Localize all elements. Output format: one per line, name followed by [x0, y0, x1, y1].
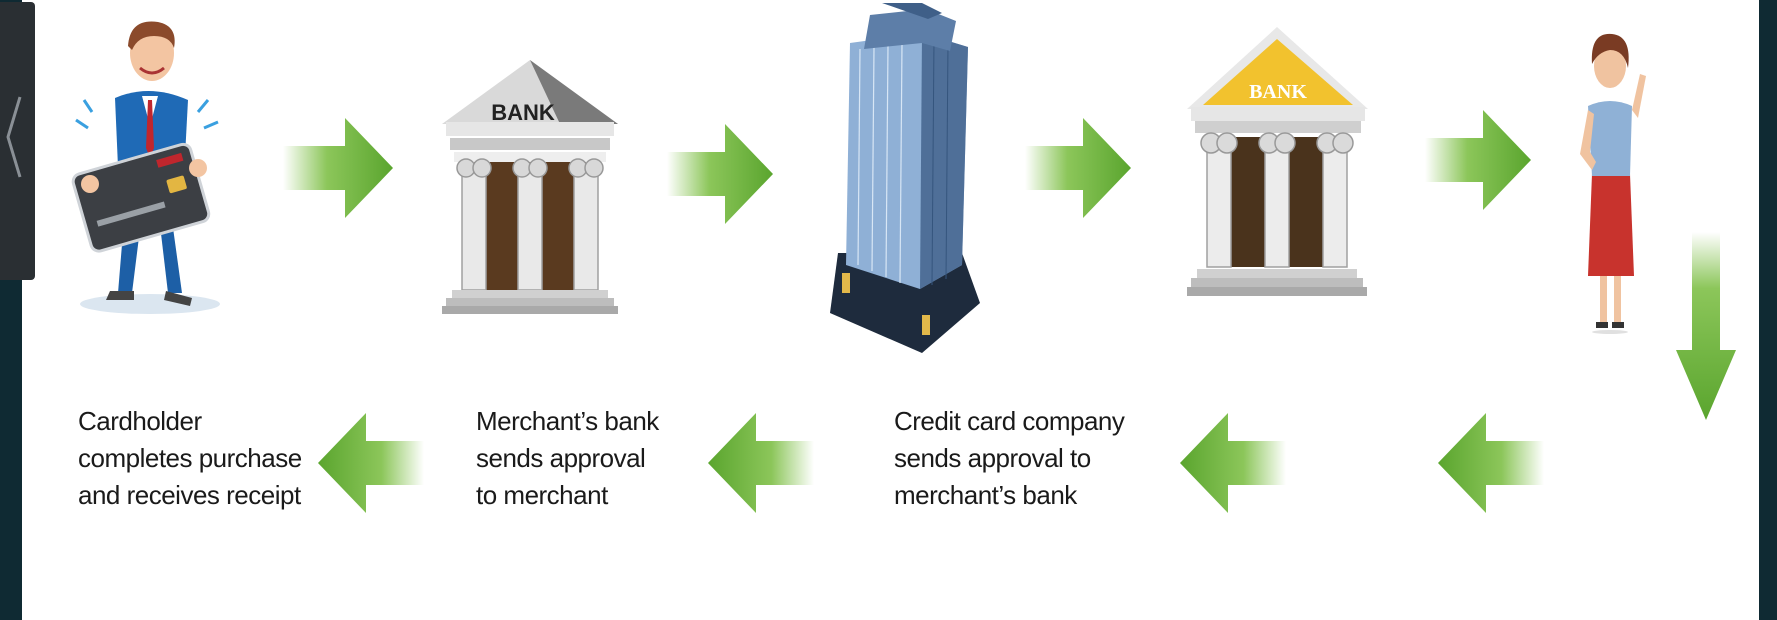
merchant-bank-sign: BANK	[491, 100, 555, 125]
bank-building-gray-icon: BANK	[440, 58, 620, 314]
arrow-left-2	[1180, 413, 1286, 513]
issuing-bank-sign: BANK	[1249, 81, 1307, 103]
right-frame-edge	[1759, 0, 1777, 620]
office-tower-icon	[830, 3, 980, 353]
arrow-left-1	[1438, 413, 1544, 513]
collapse-panel-tab[interactable]	[0, 2, 35, 280]
step-label-merchant-bank: Merchant’s bank sends approval to mercha…	[476, 406, 659, 510]
woman-merchant-icon	[1578, 14, 1648, 334]
step-label-card-company: Credit card company sends approval to me…	[894, 406, 1125, 510]
bank-building-gold-icon: BANK	[1185, 25, 1370, 300]
arrow-left-4	[318, 413, 424, 513]
man-holding-credit-card-icon	[70, 8, 230, 318]
arrow-right-3	[1025, 118, 1131, 218]
arrow-right-2	[667, 124, 773, 224]
chevron-left-icon	[6, 96, 22, 178]
arrow-left-3	[708, 413, 814, 513]
arrow-right-1	[283, 118, 393, 218]
arrow-right-4	[1425, 110, 1531, 210]
arrow-down	[1676, 232, 1736, 420]
step-label-cardholder: Cardholder completes purchase and receiv…	[78, 406, 302, 510]
